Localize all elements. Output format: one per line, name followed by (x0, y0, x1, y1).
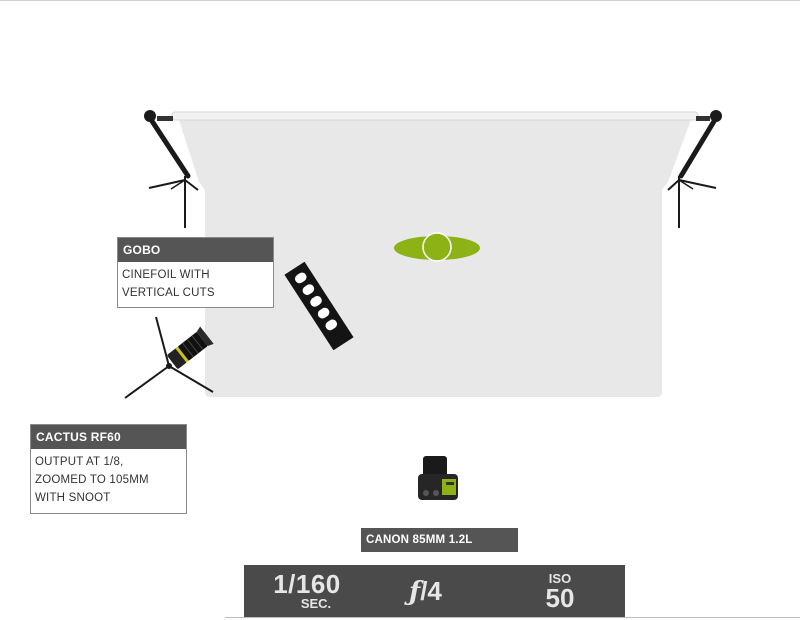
backdrop-stand-left-icon (144, 110, 199, 228)
iso-value: 50 (545, 583, 575, 613)
flash-icon[interactable] (124, 316, 214, 399)
subject-icon[interactable] (394, 232, 480, 262)
backdrop-stand-right-icon (667, 110, 722, 228)
gobo-label-title: GOBO (118, 238, 273, 262)
gobo-label-body: CINEFOIL WITH VERTICAL CUTS (118, 262, 273, 307)
gobo-icon[interactable] (284, 261, 354, 351)
camera-settings-bar: 1/160 SEC. ƒ/4 ISO 50 (244, 565, 625, 618)
backdrop-crossbar (171, 111, 699, 121)
gobo-label-line: VERTICAL CUTS (122, 287, 215, 299)
aperture-symbol: ƒ (409, 577, 421, 607)
flash-label-line: WITH SNOOT (35, 492, 111, 504)
iso: ISO 50 (540, 572, 580, 611)
shutter-speed: 1/160 SEC. (261, 571, 353, 611)
aperture: ƒ/4 (409, 577, 442, 606)
flash-label: CACTUS RF60 OUTPUT AT 1/8, ZOOMED TO 105… (30, 424, 187, 514)
shutter-speed-unit: SEC. (300, 596, 332, 611)
camera-icon[interactable] (418, 456, 458, 500)
bottom-rule (225, 617, 800, 618)
flash-label-body: OUTPUT AT 1/8, ZOOMED TO 105MM WITH SNOO… (31, 449, 186, 512)
top-rule (0, 0, 800, 1)
shutter-speed-value: 1/160 (273, 569, 341, 599)
flash-label-line: ZOOMED TO 105MM (35, 474, 149, 486)
iso-label: ISO (548, 571, 572, 586)
flash-label-title: CACTUS RF60 (31, 425, 186, 449)
gobo-label-line: CINEFOIL WITH (122, 269, 210, 281)
lens-label: CANON 85MM 1.2L (361, 528, 518, 552)
flash-label-line: OUTPUT AT 1/8, (35, 456, 124, 468)
gobo-label: GOBO CINEFOIL WITH VERTICAL CUTS (117, 237, 274, 308)
aperture-value: /4 (420, 576, 442, 606)
